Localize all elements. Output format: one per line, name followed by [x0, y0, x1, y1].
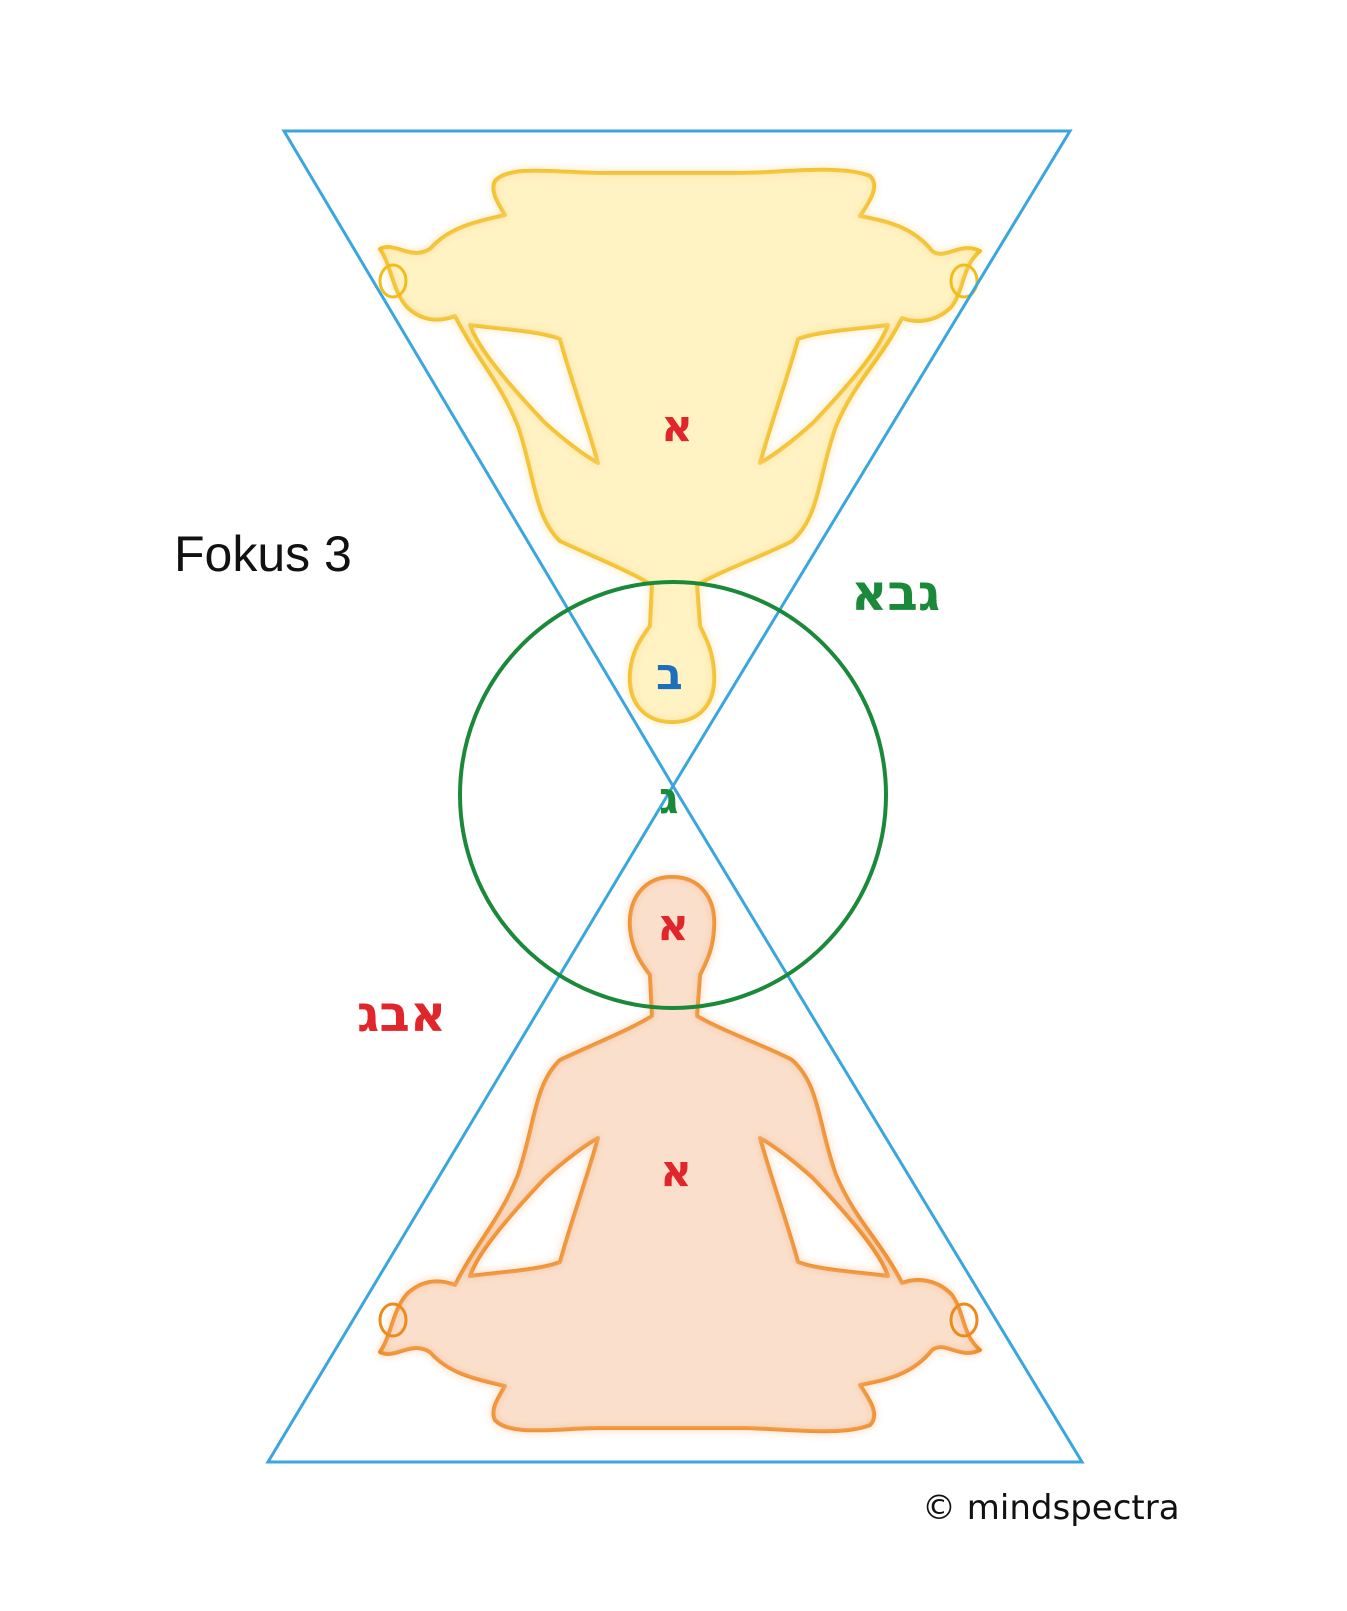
copyright-notice: © mindspectra	[922, 1488, 1180, 1528]
hebrew-letter-lower-head: א	[657, 904, 689, 948]
hebrew-word-left: אבג	[357, 989, 446, 1039]
hebrew-letter-center: ג	[659, 777, 679, 821]
hebrew-word-right: גבא	[851, 568, 940, 618]
hebrew-letter-upper-head: א	[661, 405, 693, 449]
diagram-title: Fokus 3	[174, 525, 352, 583]
hebrew-letter-upper-base: ב	[656, 653, 683, 697]
hebrew-letter-lower-body: א	[660, 1150, 692, 1194]
